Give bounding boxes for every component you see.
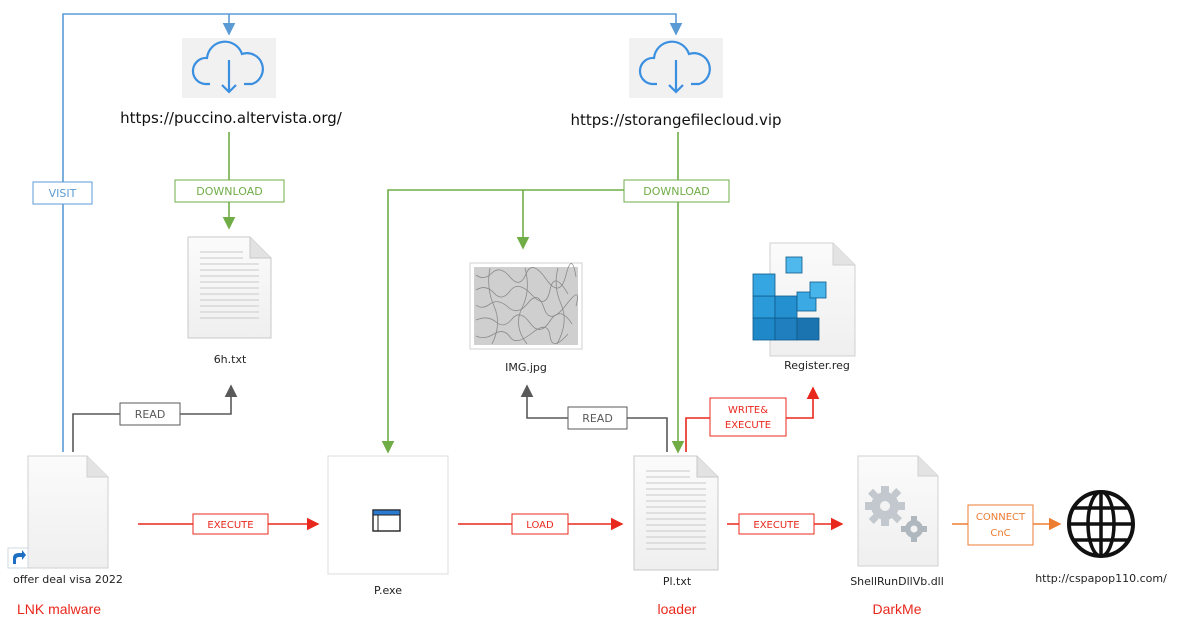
execute-tag-2: EXECUTE xyxy=(738,513,815,535)
cloud-download-icon xyxy=(182,38,276,98)
load-tag-label: LOAD xyxy=(526,520,554,531)
connect-tag: CONNECT CnC xyxy=(967,504,1034,546)
text-file-icon-pl xyxy=(633,455,719,571)
role-label-darkme: DarkMe xyxy=(872,601,921,617)
execute-tag-1-label: EXECUTE xyxy=(207,520,253,531)
load-tag: LOAD xyxy=(511,513,569,535)
download-tag-left: DOWNLOAD xyxy=(174,179,285,203)
write-execute-tag-line1: WRITE& xyxy=(728,405,768,416)
url-puccino: https://puccino.altervista.org/ xyxy=(120,109,343,127)
visit-connector xyxy=(62,13,683,452)
visit-tag-label: VISIT xyxy=(49,187,77,200)
connect-tag-line1: CONNECT xyxy=(976,512,1026,523)
cloud-download-icon xyxy=(629,38,723,98)
connect-tag-line2: CnC xyxy=(990,528,1010,539)
read-tag-right-label: READ xyxy=(582,412,613,425)
exe-file-icon xyxy=(327,455,449,575)
write-execute-tag: WRITE& EXECUTE xyxy=(709,397,787,437)
url-cnc: http://cspapop110.com/ xyxy=(1035,572,1167,585)
download-tag-right: DOWNLOAD xyxy=(623,179,730,203)
file-label-dll: ShellRunDllVb.dll xyxy=(850,575,944,588)
role-label-lnk-malware: LNK malware xyxy=(17,601,101,617)
gears-icon xyxy=(865,486,927,542)
registry-file-icon xyxy=(752,242,856,357)
globe-icon xyxy=(1067,490,1135,558)
file-label-register: Register.reg xyxy=(784,359,850,372)
shortcut-arrow-icon xyxy=(7,547,29,569)
read-tag-left-label: READ xyxy=(135,408,166,421)
file-label-pltxt: Pl.txt xyxy=(663,575,692,588)
url-storangefilecloud: https://storangefilecloud.vip xyxy=(570,111,781,129)
read-tag-left: READ xyxy=(119,402,181,426)
file-label-img: IMG.jpg xyxy=(505,361,547,374)
image-file-icon xyxy=(469,262,583,350)
text-file-icon-6h xyxy=(187,236,272,339)
execute-tag-1: EXECUTE xyxy=(192,513,269,535)
read-tag-right: READ xyxy=(567,406,628,430)
file-label-6h: 6h.txt xyxy=(214,353,247,366)
write-execute-tag-line2: EXECUTE xyxy=(725,420,771,431)
download-tag-left-label: DOWNLOAD xyxy=(196,185,262,198)
role-label-loader: loader xyxy=(658,601,697,617)
download-tag-right-label: DOWNLOAD xyxy=(643,185,709,198)
file-label-pexe: P.exe xyxy=(374,584,402,597)
execute-tag-2-label: EXECUTE xyxy=(753,520,799,531)
visit-tag: VISIT xyxy=(32,181,93,205)
lnk-file-icon xyxy=(27,455,109,569)
file-label-lnk: offer deal visa 2022 xyxy=(13,573,123,586)
